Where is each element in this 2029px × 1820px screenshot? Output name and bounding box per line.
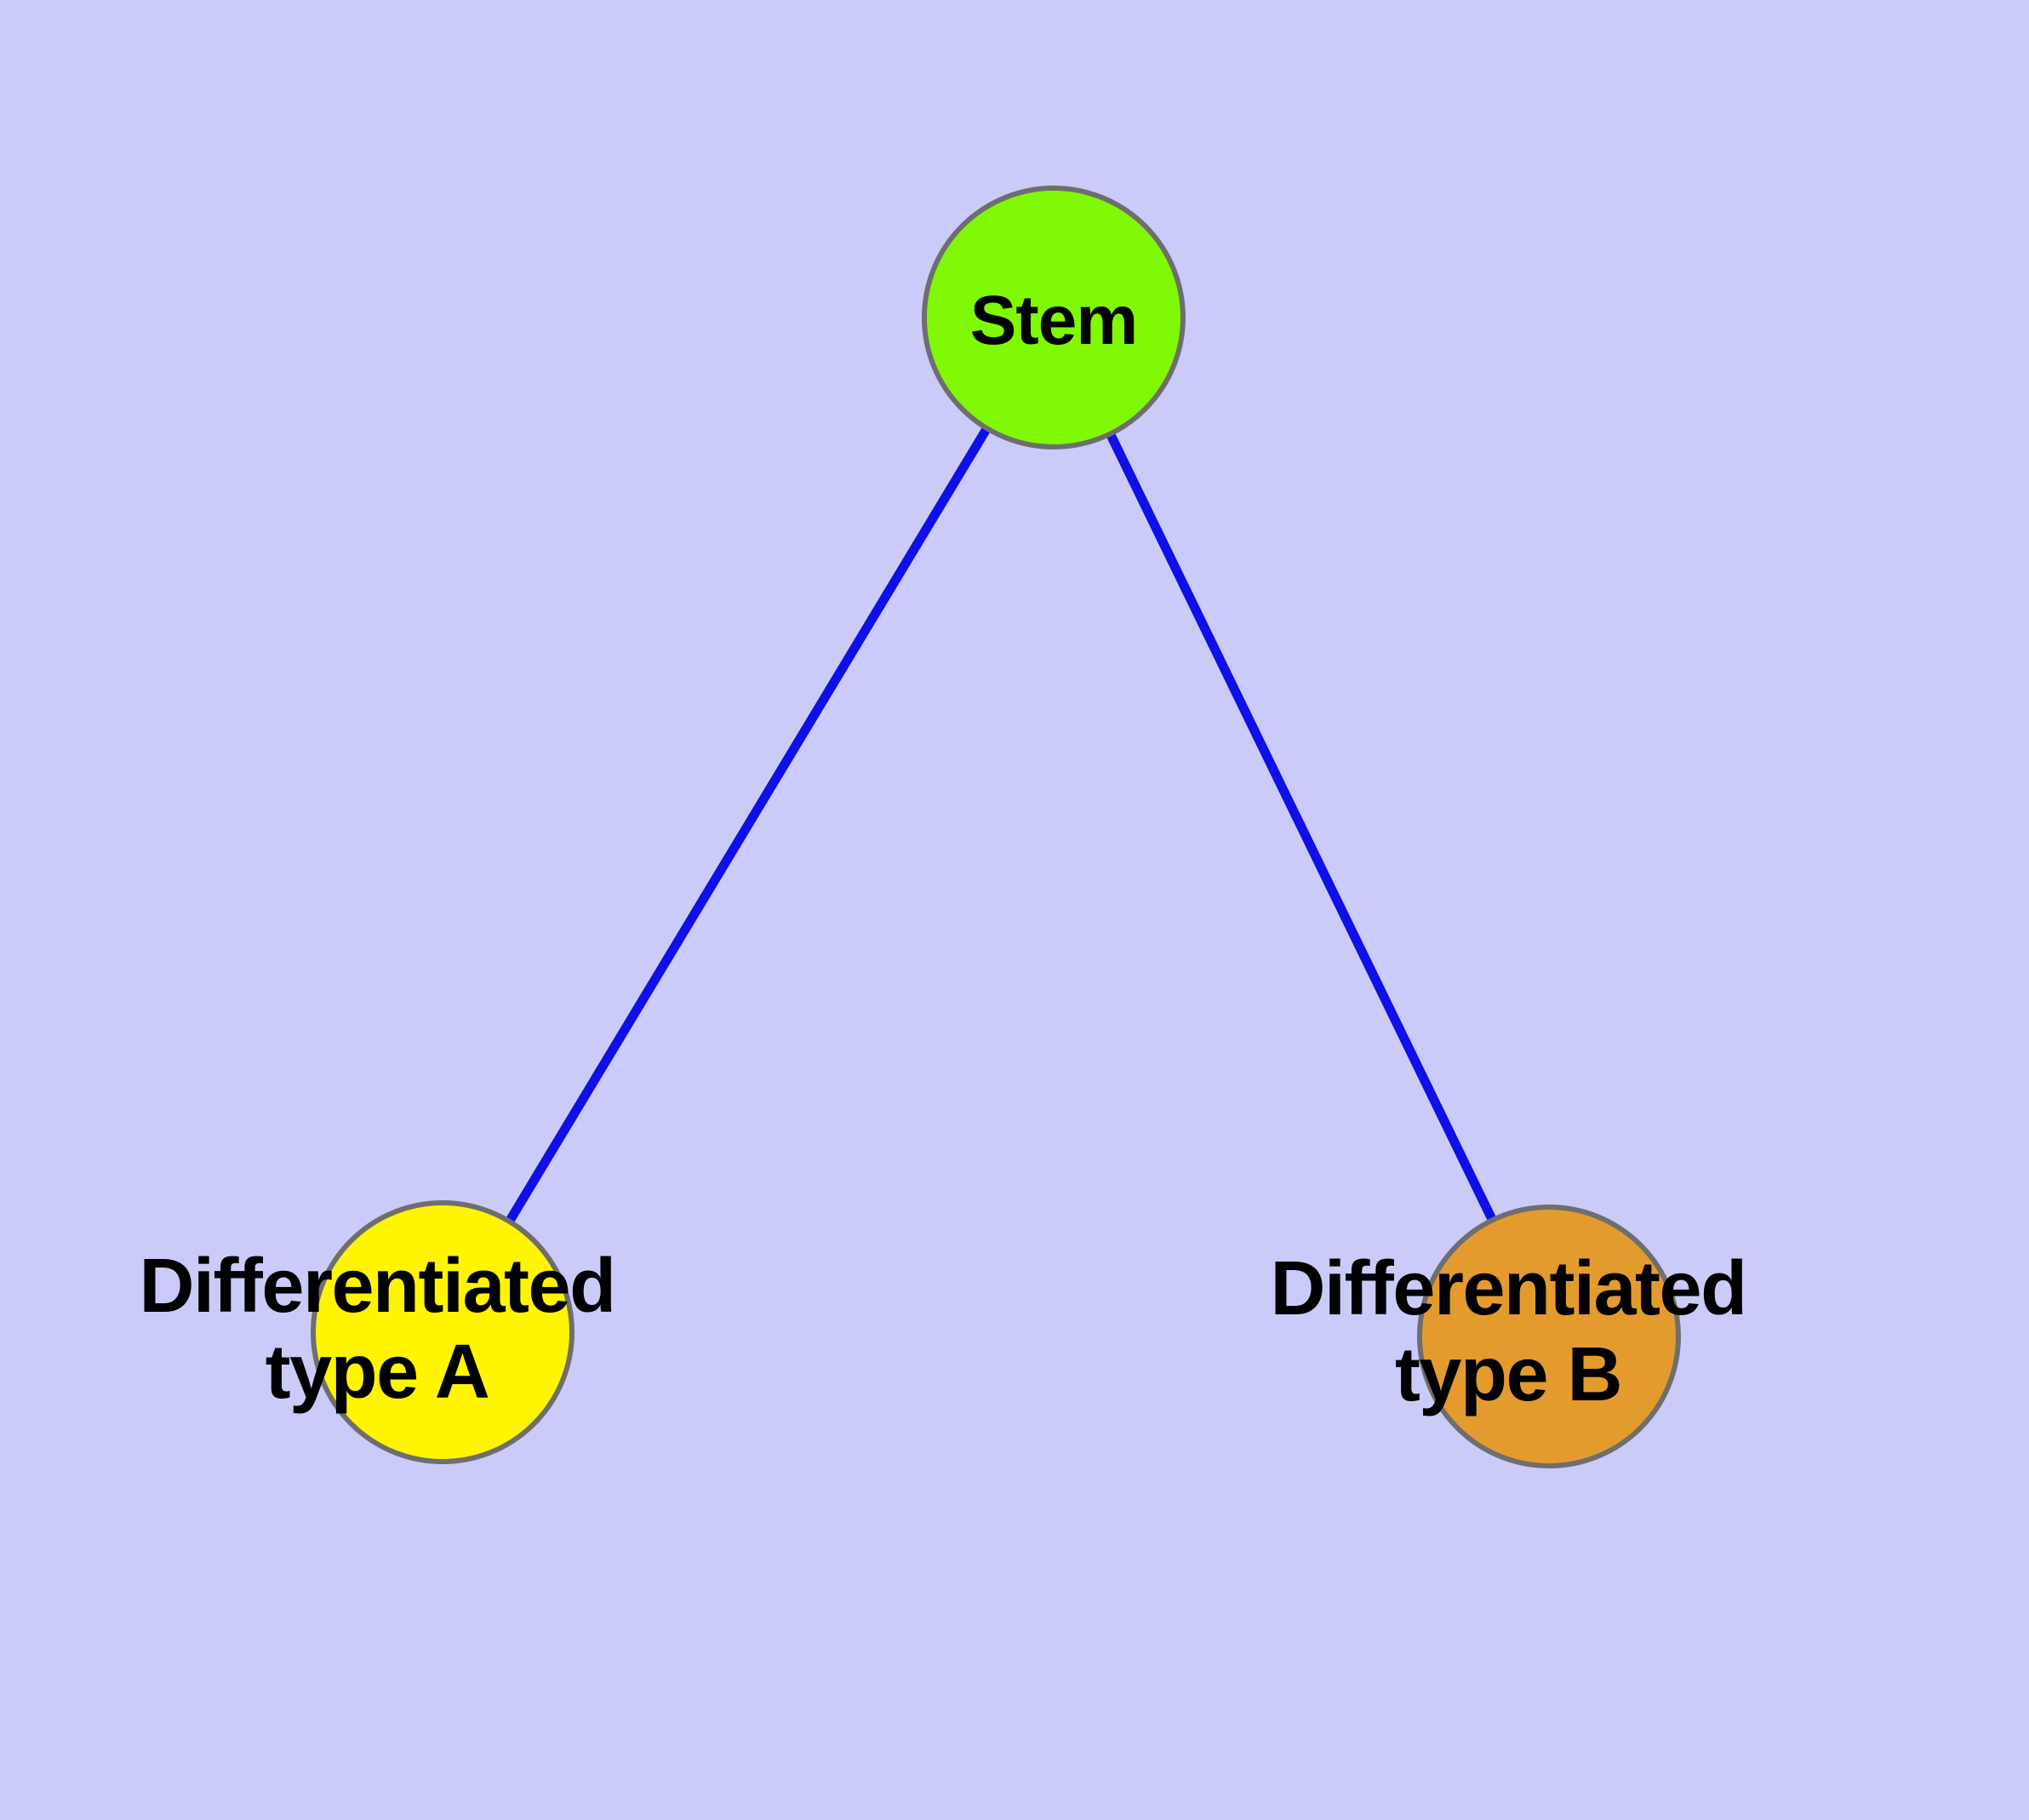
- node-circle-diff_a[interactable]: [311, 1200, 574, 1464]
- edges-layer: [438, 315, 1553, 1339]
- node-circle-diff_b[interactable]: [1417, 1205, 1681, 1468]
- nodes-layer: [311, 186, 1681, 1468]
- edge-stem-diff-b[interactable]: [1049, 315, 1553, 1339]
- node-circle-stem[interactable]: [922, 186, 1186, 449]
- edge-stem-diff-a[interactable]: [438, 315, 1058, 1335]
